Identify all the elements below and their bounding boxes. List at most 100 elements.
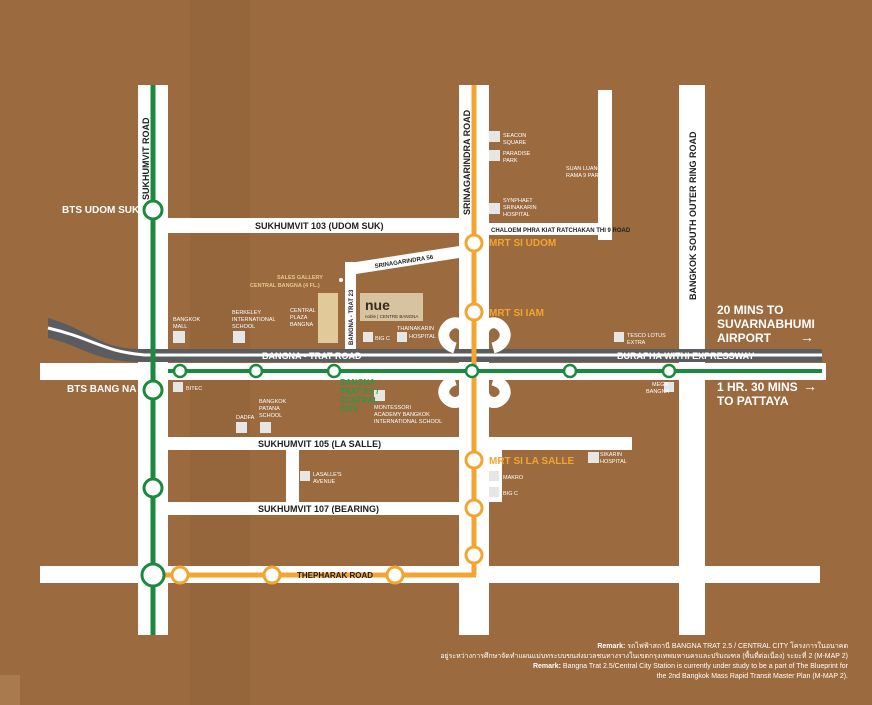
synphaet-marker (489, 203, 500, 214)
label-sukhumvit-107: SUKHUMVIT 107 (BEARING) (258, 504, 379, 514)
label-sukhumvit-105: SUKHUMVIT 105 (LA SALLE) (258, 439, 381, 449)
label-bangna-trat-road: BANGNA - TRAT ROAD (262, 351, 362, 361)
chaloem-road (489, 223, 610, 235)
label-mrt-si-iam: MRT SI IAM (489, 308, 544, 319)
label-sukhumvit-road: SUKHUMVIT ROAD (141, 117, 151, 200)
label-synphaet-1: SYNPHAET (503, 198, 533, 204)
seacon-marker (489, 131, 500, 142)
remark-en-line2: the 2nd Bangkok Mass Rapid Transit Maste… (656, 673, 848, 680)
label-thepharak-road: THEPHARAK ROAD (297, 571, 373, 580)
label-big-c-1: BIG C (375, 336, 390, 342)
project-logo: nue (365, 297, 390, 313)
bangna-trat-23-road (345, 262, 356, 349)
mrt-stations (170, 233, 484, 585)
station-bts-bang-na[interactable] (142, 379, 164, 401)
project-sign[interactable] (360, 293, 423, 321)
label-dadfa: DADFA (236, 415, 255, 421)
station-bts-samrong[interactable] (140, 562, 166, 588)
remark-thai-line1: Remark: รถไฟฟ้าสถานี BANGNA TRAT 2.5 / C… (208, 642, 848, 652)
label-sikarin-2: HOSPITAL (600, 459, 627, 465)
remark-note: Remark: รถไฟฟ้าสถานี BANGNA TRAT 2.5 / C… (208, 642, 848, 682)
station-mrt-thepharak-3[interactable] (385, 565, 405, 585)
station-mrt-si-udom[interactable] (464, 233, 484, 253)
label-patana-1: BANGKOK (259, 399, 287, 405)
label-montessori-3: INTERNATIONAL SCHOOL (374, 419, 442, 425)
label-burapha-expressway: BURAPHA WITHI EXPRESSWAY (617, 351, 754, 361)
label-bts-udom-suk: BTS UDOM SUK (62, 205, 140, 216)
station-mrt-srinagarindra-south[interactable] (464, 545, 484, 565)
lasalle-soi (286, 450, 299, 502)
station-bangna-line-5[interactable] (661, 363, 677, 379)
label-bangna-trat-23: BANGNA - TRAT 23 (349, 289, 355, 345)
station-bangna-line-4[interactable] (562, 363, 578, 379)
label-suan-luang-1: SUAN LUANG (566, 166, 602, 172)
label-chaloem: CHALOEM PHRA KIAT RATCHAKAN THI 9 ROAD (491, 228, 631, 234)
label-bitec: BITEC (186, 386, 202, 392)
burapha-expressway (48, 318, 822, 362)
sukhumvit-103-road (168, 218, 460, 233)
interchange-loop-se (478, 374, 511, 408)
label-paradise-2: PARK (503, 158, 518, 164)
label-big-c-2: BIG C (503, 491, 518, 497)
corner-mark (0, 675, 20, 705)
label-berkeley-1: BERKELEY (232, 310, 261, 316)
big-c-2-marker (489, 487, 499, 497)
label-mega-bangna-2: BANGNA (646, 389, 670, 395)
label-bangna-trat-25-line2: TRAT 2.5 / (340, 387, 379, 396)
srinagarindra-56-road (356, 246, 459, 274)
label-sukhumvit-103: SUKHUMVIT 103 (UDOM SUK) (255, 221, 384, 231)
label-bangkok-mall-2: MALL (173, 324, 187, 330)
station-mrt-bearing[interactable] (464, 498, 484, 518)
station-bangna-trat-25[interactable] (326, 363, 342, 379)
label-mrt-si-la-salle: MRT SI LA SALLE (489, 456, 575, 467)
label-srinagarindra-road: SRINAGARINDRA ROAD (462, 109, 472, 215)
label-sikarin-1: SIKARIN (600, 452, 622, 458)
travel-notes: 20 MINS TO SUVARNABHUMI AIRPORT → 1 HR. … (717, 303, 817, 408)
interchange (438, 317, 511, 408)
label-mega-bangna-1: MEGA (652, 382, 669, 388)
label-bangna-trat-25-line1: BANGNA (340, 378, 375, 387)
station-bts-bearing[interactable] (142, 477, 164, 499)
label-airport-3: AIRPORT (717, 331, 772, 345)
berkeley-marker (233, 331, 245, 343)
label-paradise-1: PARADISE (503, 151, 531, 157)
label-makro: MAKRO (503, 475, 524, 481)
station-mrt-si-la-salle[interactable] (464, 450, 484, 470)
station-bangna-line-2[interactable] (248, 363, 264, 379)
station-bts-udom-suk[interactable] (142, 199, 164, 221)
label-tesco-1: TESCO LOTUS (627, 333, 666, 339)
interchange-loop-ne (478, 317, 511, 354)
station-mrt-thepharak-1[interactable] (170, 565, 190, 585)
sikarin-marker (588, 452, 599, 463)
station-bangna-line-srinagarindra[interactable] (464, 363, 480, 379)
label-montessori-2: ACADEMY BANGKOK (374, 412, 430, 418)
station-bangna-line-1[interactable] (172, 363, 188, 379)
label-lasalle-1: LASALLE'S (313, 472, 342, 478)
label-berkeley-3: SCHOOL (232, 324, 255, 330)
station-mrt-thepharak-2[interactable] (262, 565, 282, 585)
remark-en-text1: Bangna Trat 2.5/Central City Station is … (562, 663, 848, 670)
label-bts-bang-na: BTS BANG NA (67, 384, 136, 395)
suan-luang-road (598, 90, 612, 240)
label-patana-3: SCHOOL (259, 413, 282, 419)
bitec-marker (173, 382, 183, 392)
label-bangna-trat-25-line4: CITY (340, 405, 359, 414)
label-sales-gallery-2: CENTRAL BANGNA (4 FL.) (250, 283, 320, 289)
project-subtitle: noble | CENTRE BANGNA (365, 314, 418, 319)
label-suan-luang-2: RAMA 9 PARK (566, 173, 603, 179)
dadfa-marker (236, 422, 247, 433)
label-tesco-2: EXTRA (627, 340, 646, 346)
sukhumvit-107-road (168, 502, 459, 515)
label-pattaya-2: TO PATTAYA (717, 394, 789, 408)
road-labels: SUKHUMVIT ROAD SRINAGARINDRA ROAD BANGKO… (141, 109, 754, 580)
landmark-markers (173, 131, 674, 497)
station-mrt-si-iam[interactable] (464, 302, 484, 322)
label-montessori-1: MONTESSORI (374, 405, 411, 411)
label-synphaet-2: SRINAKARIN (503, 205, 537, 211)
label-central-plaza-1: CENTRAL (290, 308, 316, 314)
landmark-labels: SEACON SQUARE PARADISE PARK SUAN LUANG R… (173, 133, 670, 497)
patana-marker (260, 422, 271, 433)
makro-marker (489, 471, 499, 481)
label-bangna-trat-25: BANGNA TRAT 2.5 / CENTRAL CITY (340, 378, 379, 414)
pattaya-arrow-icon: → (803, 378, 817, 394)
